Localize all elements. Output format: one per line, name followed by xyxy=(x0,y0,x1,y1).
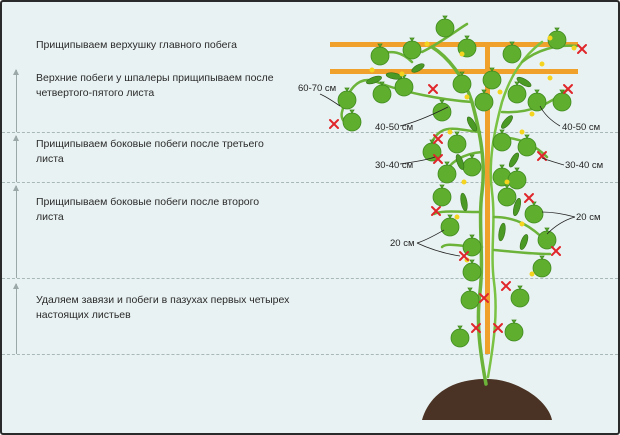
stage-text-upper-shoots: Верхние побеги у шпалеры прищипываем пос… xyxy=(36,71,274,101)
cucumber-fruits xyxy=(366,63,532,250)
trellis xyxy=(330,42,578,354)
measure-label-40-50-left: 40-50 см xyxy=(375,122,413,133)
stage-text-line: Удаляем завязи и побеги в пазухах первых… xyxy=(36,294,290,306)
soil-mound xyxy=(422,378,552,420)
measure-label-40-50-right: 40-50 см xyxy=(562,122,600,133)
measure-label-30-40-right: 30-40 см xyxy=(565,160,603,171)
stage-text-third-leaf: Прищипываем боковые побеги после третьег… xyxy=(36,137,264,167)
stage-text-second-leaf: Прищипываем боковые побеги после второго… xyxy=(36,195,259,225)
arrow-up-icon xyxy=(13,69,19,132)
stage-text-line: настоящих листьев xyxy=(36,309,131,321)
stage-text-remove-ovaries: Удаляем завязи и побеги в пазухах первых… xyxy=(36,293,289,323)
measure-label-60-70: 60-70 см xyxy=(298,83,336,94)
zone-divider-2 xyxy=(2,182,618,183)
stage-text-line: Прищипываем боковые побеги после третьег… xyxy=(36,138,264,150)
measurement-pointers xyxy=(319,93,576,257)
arrow-up-icon xyxy=(13,135,19,182)
measure-label-20-left: 20 см xyxy=(390,238,415,249)
stage-text-top-pinch: Прищипываем верхушку главного побега xyxy=(36,38,237,53)
arrow-up-icon xyxy=(13,185,19,278)
zone-divider-3 xyxy=(2,278,618,279)
flowers xyxy=(369,35,577,277)
pinch-cross-marks xyxy=(329,44,587,333)
stage-text-line: Верхние побеги у шпалеры прищипываем пос… xyxy=(36,72,274,84)
stage-text-line: Прищипываем боковые побеги после второго xyxy=(36,196,260,208)
zone-divider-4 xyxy=(2,354,618,355)
arrow-up-icon xyxy=(13,283,19,354)
zone-divider-1 xyxy=(2,132,618,133)
measure-label-20-right: 20 см xyxy=(576,212,601,223)
measure-label-30-40-left: 30-40 см xyxy=(375,160,413,171)
stage-text-line: четвертого-пятого листа xyxy=(36,87,155,99)
stage-text-line: листа xyxy=(36,211,64,223)
stage-text-line: Прищипываем верхушку главного побега xyxy=(36,39,237,51)
stage-text-line: листа xyxy=(36,153,64,165)
